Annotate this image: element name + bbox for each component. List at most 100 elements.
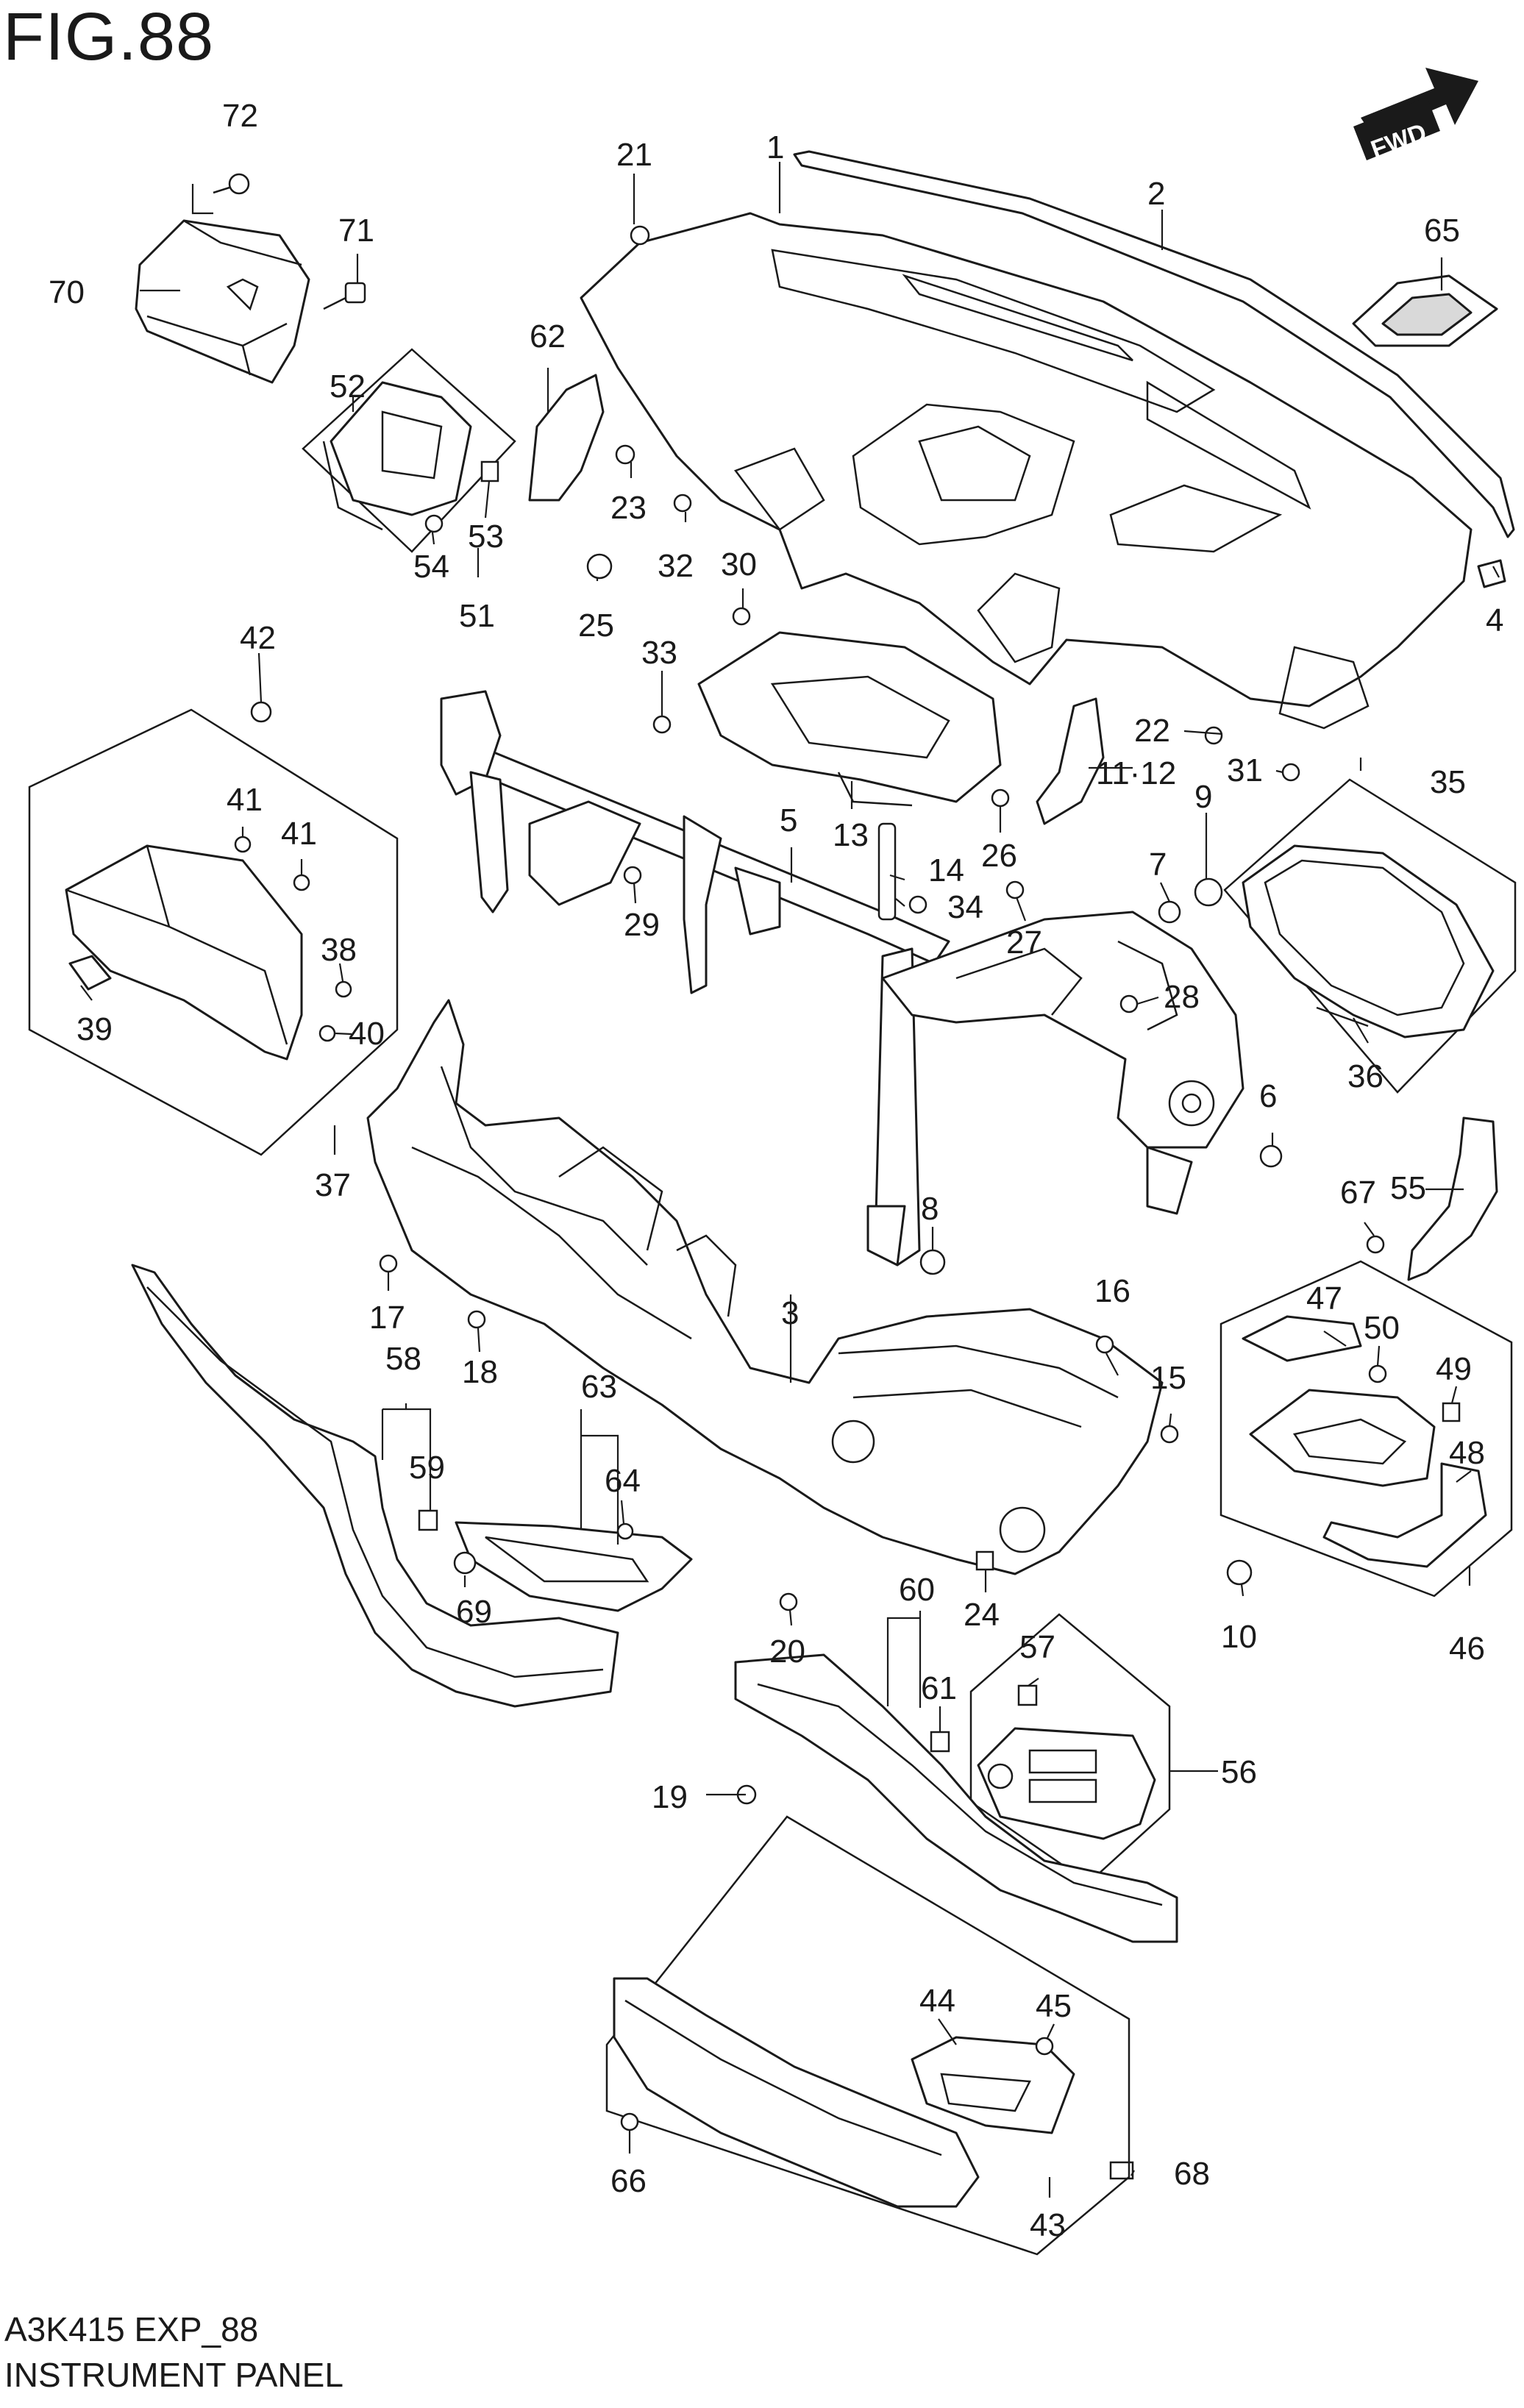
callout-42: 42 [240, 620, 276, 656]
callout-36: 36 [1347, 1058, 1384, 1094]
callout-31: 31 [1227, 752, 1263, 788]
callout-6: 6 [1259, 1078, 1277, 1114]
callout-14: 14 [928, 852, 964, 888]
callout-41a: 41 [227, 782, 263, 818]
part-38 [335, 980, 352, 998]
clip-64 [616, 1522, 634, 1540]
callout-69: 69 [456, 1594, 492, 1630]
screw-72 [213, 173, 250, 195]
callout-40: 40 [349, 1016, 385, 1052]
callout-41b: 41 [281, 816, 317, 852]
callout-61: 61 [921, 1670, 957, 1706]
callout-30: 30 [721, 546, 757, 583]
callout-56: 56 [1221, 1754, 1257, 1790]
clip-69 [453, 1551, 477, 1575]
console-trim-60 [734, 1653, 1178, 1943]
figure-title: FIG.88 [3, 0, 215, 74]
callout-20: 20 [769, 1634, 805, 1670]
callout-55: 55 [1390, 1170, 1426, 1206]
diagram-name: INSTRUMENT PANEL [4, 2356, 343, 2394]
bolt-6 [1259, 1144, 1283, 1168]
callout-35: 35 [1430, 764, 1466, 800]
callout-63: 63 [581, 1369, 617, 1405]
screw-16 [1095, 1335, 1114, 1354]
instrument-panel-lower-3 [366, 999, 1164, 1575]
callout-5: 5 [780, 802, 797, 838]
bolt-71 [323, 282, 366, 310]
bezel-trim-65 [1352, 274, 1498, 347]
callout-60: 60 [899, 1572, 935, 1608]
meter-hood-36 [1242, 844, 1495, 1039]
switch-panel-56 [977, 1727, 1156, 1840]
callout-52: 52 [330, 368, 366, 405]
side-trim-58 [131, 1264, 619, 1708]
center-bracket-13 [697, 631, 1002, 807]
tray-44 [911, 2036, 1075, 2134]
screw-29 [623, 866, 642, 885]
callout-59: 59 [409, 1450, 445, 1486]
screw-66 [620, 2112, 639, 2131]
clip-68 [1109, 2161, 1134, 2180]
callout-62: 62 [530, 318, 566, 355]
callout-65: 65 [1424, 213, 1460, 249]
diagram-code: A3K415 EXP_88 [4, 2310, 259, 2348]
callout-49: 49 [1436, 1351, 1472, 1387]
callout-16: 16 [1094, 1273, 1130, 1309]
callout-8: 8 [921, 1191, 939, 1227]
callout-19: 19 [652, 1779, 688, 1815]
callout-1: 1 [766, 129, 784, 165]
lower-cover-63 [455, 1521, 693, 1612]
screw-28 [1119, 994, 1139, 1014]
instrument-panel-upper [580, 212, 1473, 730]
screw-22 [1204, 726, 1223, 745]
callout-64: 64 [605, 1463, 641, 1499]
group-box-46 [1219, 1260, 1513, 1597]
screw-17 [379, 1254, 398, 1273]
group-box-51 [302, 348, 516, 553]
callout-45: 45 [1036, 1988, 1072, 2024]
callout-15: 15 [1150, 1360, 1186, 1396]
callout-57: 57 [1019, 1629, 1055, 1665]
callout-68: 68 [1174, 2156, 1210, 2192]
screw-27 [1005, 880, 1025, 900]
part-42 [250, 701, 272, 723]
screw-54 [424, 514, 444, 533]
callout-10: 10 [1221, 1619, 1257, 1655]
callout-26: 26 [981, 838, 1017, 874]
part-47 [1242, 1315, 1362, 1362]
bolt-7 [1158, 900, 1181, 924]
callout-3: 3 [781, 1295, 799, 1331]
callout-67: 67 [1340, 1175, 1376, 1211]
callout-22: 22 [1134, 713, 1170, 749]
bolt-8 [919, 1249, 946, 1275]
callout-43: 43 [1030, 2207, 1066, 2243]
callout-47: 47 [1306, 1280, 1342, 1317]
callouts: 1 2 3 4 5 6 7 8 9 10 11·12 13 14 15 16 1… [49, 98, 1503, 2243]
callout-48: 48 [1449, 1435, 1485, 1471]
grommet-9 [1194, 877, 1223, 907]
group-box-35 [1223, 778, 1517, 1094]
screw-30 [732, 607, 751, 626]
callout-27: 27 [1006, 925, 1042, 961]
callout-2: 2 [1147, 176, 1165, 212]
callout-33: 33 [641, 635, 677, 671]
callout-25: 25 [578, 608, 614, 644]
screw-26 [991, 788, 1010, 808]
callout-34: 34 [947, 889, 983, 925]
callout-37: 37 [315, 1167, 351, 1203]
clip-59 [418, 1509, 438, 1531]
callout-46: 46 [1449, 1631, 1485, 1667]
callout-4: 4 [1486, 602, 1503, 638]
leader-lines [80, 162, 1500, 2198]
callout-53: 53 [468, 519, 504, 555]
group-box-43 [605, 1815, 1130, 2256]
screw-33 [652, 715, 672, 734]
bracket-11-12 [1036, 697, 1105, 825]
screw-32 [673, 494, 692, 513]
part-48 [1249, 1389, 1436, 1487]
group-box-37 [28, 708, 399, 1156]
glove-box-39 [65, 844, 303, 1061]
clip-53 [480, 460, 499, 482]
callout-66: 66 [610, 2163, 647, 2199]
